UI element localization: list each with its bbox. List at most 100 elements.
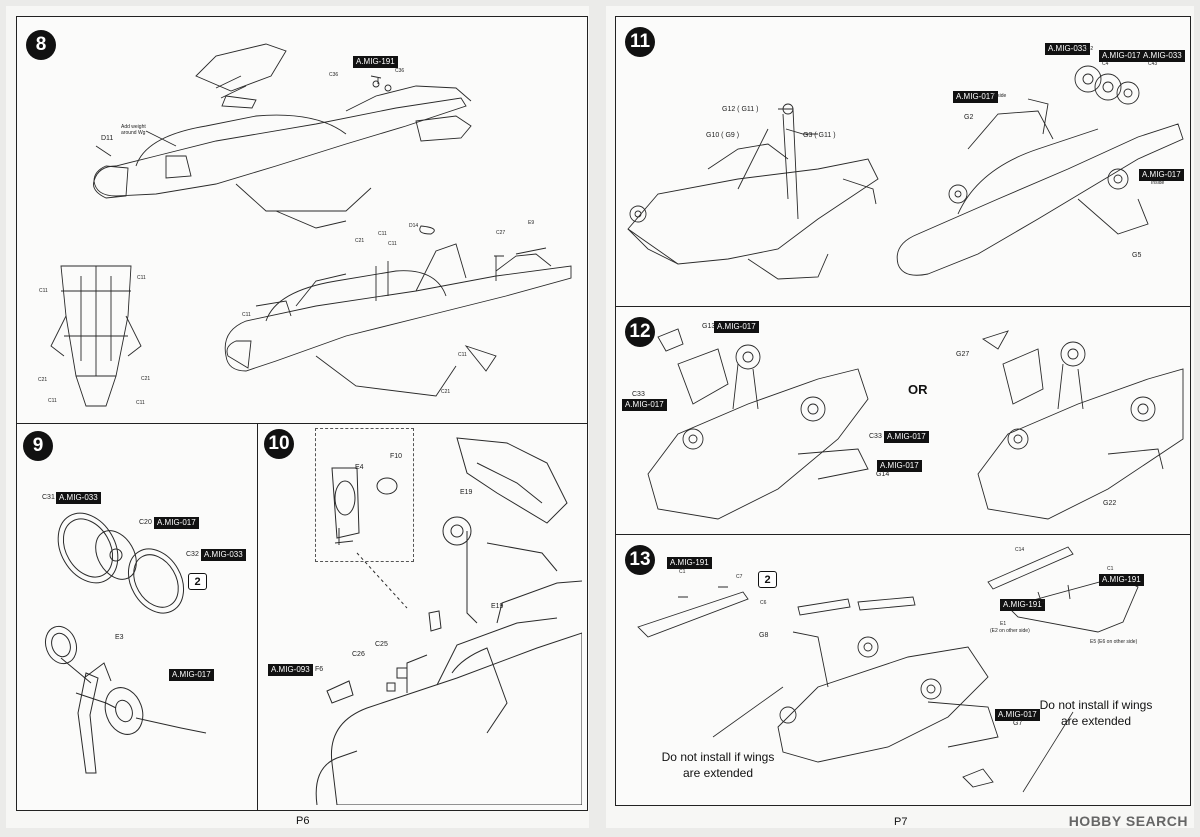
part-label: C42	[1084, 46, 1094, 52]
wing-pylon-right	[987, 546, 1139, 633]
part-label: C6	[760, 600, 767, 606]
part-note: (E2 on other side)	[990, 628, 1030, 634]
page-p7: P7	[606, 6, 1194, 828]
multiplier-badge: 2	[758, 571, 777, 588]
part-label: C14	[1015, 547, 1025, 553]
part-label: C1	[1107, 566, 1114, 572]
part-label: C11	[388, 241, 397, 247]
nose-section	[315, 437, 582, 805]
paint-tag: A.MIG-033	[1140, 50, 1185, 62]
part-label: C43	[1148, 61, 1158, 67]
step-number: 8	[26, 30, 56, 60]
paint-tag: A.MIG-017	[1139, 169, 1184, 181]
paint-tag: A.MIG-017	[884, 431, 929, 443]
paint-tag: A.MIG-191	[667, 557, 712, 569]
part-label: C7	[736, 574, 743, 580]
page-p6: P6	[6, 6, 589, 828]
step-number: 13	[625, 545, 655, 575]
step-13-content: 13 A.MIG-191 C1 C7 2 C6 G8 C14 C1 A.MIG-…	[618, 537, 1188, 807]
step-number: 10	[264, 429, 294, 459]
step-11-content: 11 A.MIG-033 C42 A.MIG-017 C4 A.MIG-033 …	[618, 19, 1188, 304]
part-label: C32	[186, 551, 199, 558]
part-label: Inside	[993, 93, 1007, 99]
part-label: C11	[242, 312, 251, 318]
part-label: C36	[329, 72, 339, 78]
part-label: E3	[115, 634, 124, 641]
step-9-drawings	[44, 512, 207, 774]
part-label: C11	[48, 398, 57, 404]
step-9-content: 9 C31 A.MIG-033 C20 A.MIG-017 C32 A.MIG-…	[16, 423, 252, 805]
step-12-drawings	[647, 328, 1184, 520]
part-label: C31	[42, 494, 55, 501]
paint-tag: A.MIG-017	[877, 460, 922, 472]
part-label: E19	[460, 489, 473, 496]
paint-tag: A.MIG-033	[201, 549, 246, 561]
part-label: C11	[458, 352, 467, 358]
part-label: C11	[39, 288, 48, 294]
aircraft-fuselage-top	[93, 43, 472, 229]
step-8-content: 8 A.MIG-191 C36 C36 D11 Add weight aroun…	[16, 16, 582, 418]
part-label: C33	[632, 391, 645, 398]
part-label: C21	[141, 376, 151, 382]
part-label: E1	[1000, 621, 1007, 627]
detail-inset-box	[315, 428, 414, 562]
paint-tag: A.MIG-191	[1000, 599, 1045, 611]
part-label: G22	[1103, 500, 1117, 507]
part-label: E4	[355, 464, 364, 471]
step-10-content: 10 E4 F10 E19 E19 C25 C26 A.MIG-093 F6	[257, 423, 582, 805]
part-label: G8	[759, 632, 769, 639]
aircraft-right	[896, 65, 1184, 276]
part-label: C36	[395, 68, 405, 74]
assembly-note: Add weight around Wg	[121, 124, 146, 136]
part-label: C4	[1102, 61, 1109, 67]
paint-tag: A.MIG-017	[1099, 50, 1144, 62]
part-label: G10 ( G9 )	[706, 132, 740, 139]
paint-tag: A.MIG-033	[56, 492, 101, 504]
step-number: 12	[625, 317, 655, 347]
landing-gear-strut	[44, 625, 207, 774]
detail-inset	[331, 467, 408, 609]
part-label: G2	[964, 114, 974, 121]
or-label: OR	[908, 382, 928, 397]
step-13-panel	[615, 534, 1191, 806]
part-label: C20	[139, 519, 152, 526]
wheel-assembly	[57, 512, 185, 614]
paint-tag: A.MIG-017	[622, 399, 667, 411]
part-label: C1	[1038, 599, 1045, 605]
paint-tag: A.MIG-033	[1045, 43, 1090, 55]
part-label: C21	[441, 389, 451, 395]
paint-tag: A.MIG-093	[268, 664, 313, 676]
aircraft-underside	[777, 596, 999, 788]
part-label: F6	[315, 666, 324, 673]
part-label: C21	[355, 238, 365, 244]
part-label: G13	[702, 323, 716, 330]
paint-tag: A.MIG-017	[995, 709, 1040, 721]
part-label: C11	[136, 400, 145, 406]
page-number: P7	[894, 816, 908, 828]
step-10-drawings	[315, 437, 582, 805]
part-label: C27	[496, 230, 506, 236]
part-label: E19	[491, 603, 504, 610]
part-label: G3 ( G11 )	[803, 132, 836, 139]
watermark: HOBBY SEARCH	[1068, 813, 1188, 829]
step-8-drawings	[50, 43, 572, 407]
part-label: C25	[375, 641, 388, 648]
part-label: G12 ( G11 )	[722, 106, 759, 113]
part-label: C1	[679, 569, 686, 575]
paint-tag: A.MIG-191	[1099, 574, 1144, 586]
part-label: G27	[956, 351, 970, 358]
plan-view	[50, 265, 142, 407]
gear-option-b	[977, 330, 1184, 520]
aircraft-fuselage-bottom	[224, 225, 572, 397]
part-label: G7	[1013, 720, 1023, 727]
part-label: C26	[352, 651, 365, 658]
page-number: P6	[296, 815, 310, 827]
install-warning-left: Do not install if wings are extended	[661, 750, 775, 780]
part-label: Inside	[1151, 180, 1165, 186]
paint-tag: A.MIG-017	[169, 669, 214, 681]
step-12-content: 12 G13 A.MIG-017 C33 A.MIG-017 C33 A.MIG…	[618, 309, 1188, 531]
part-label: C11	[378, 231, 387, 237]
part-label: F10	[390, 453, 403, 460]
paint-tag: A.MIG-191	[353, 56, 398, 68]
part-label: E9	[528, 220, 535, 226]
